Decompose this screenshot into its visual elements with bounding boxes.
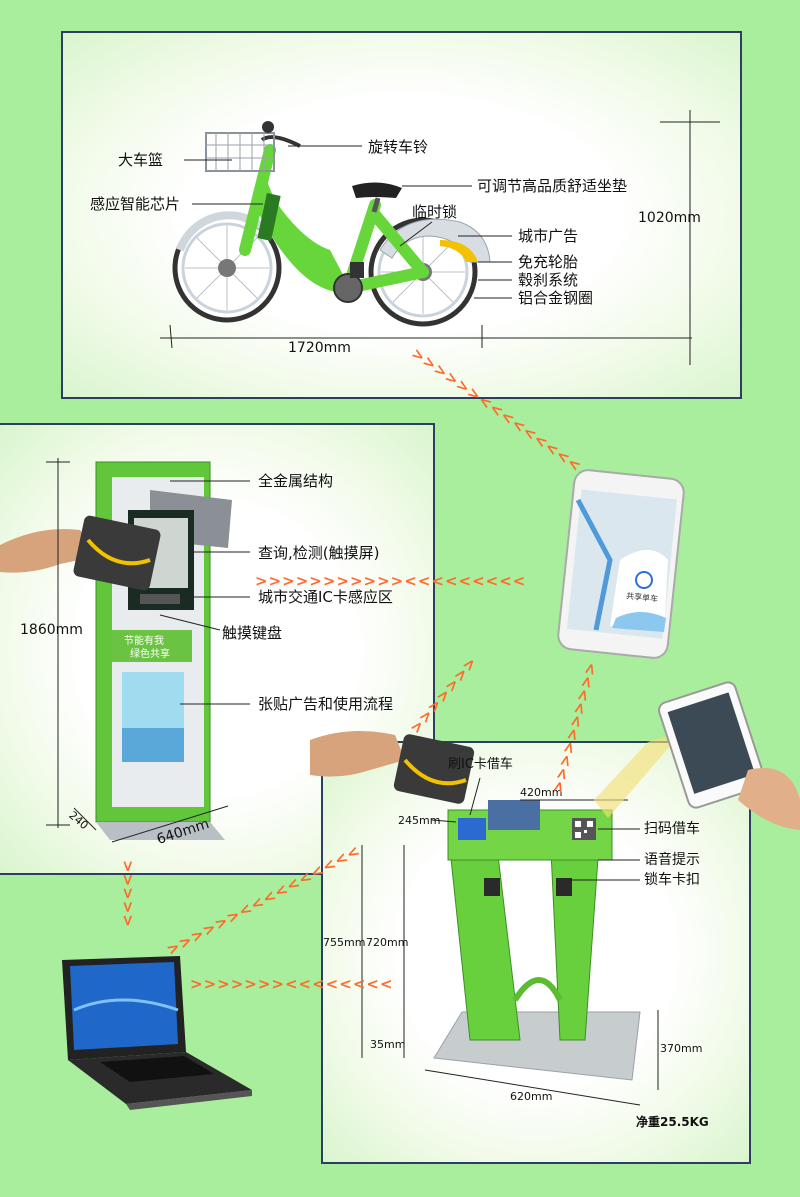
label-basket: 大车篮 bbox=[118, 151, 164, 169]
label-ad: 城市广告 bbox=[518, 227, 579, 245]
dock-weight: 净重25.5KG bbox=[636, 1115, 709, 1129]
scanning-phone bbox=[594, 681, 800, 830]
label-bell: 旋转车铃 bbox=[368, 138, 429, 156]
dock-height-755: 755mm bbox=[323, 936, 366, 949]
label-metal: 全金属结构 bbox=[258, 472, 334, 490]
arrows-kiosk-to-phone: >>>>>>>>>>><<<<<<<<< bbox=[255, 572, 527, 590]
label-rim: 铝合金钢圈 bbox=[518, 289, 594, 307]
dock-foot-height: 35mm bbox=[370, 1038, 406, 1051]
label-tire: 免充轮胎 bbox=[518, 253, 579, 271]
smartphone bbox=[557, 469, 685, 659]
label-voice: 语音提示 bbox=[644, 852, 700, 868]
dock-base-width: 620mm bbox=[510, 1090, 553, 1103]
kiosk-sign-line1: 节能有我 bbox=[124, 636, 164, 647]
dock-left-dimension: 245mm bbox=[398, 814, 441, 827]
kiosk-sign-line2: 绿色共享 bbox=[130, 649, 170, 660]
arrows-laptop-to-dock: >>>>>>><<<<<<<< bbox=[190, 975, 394, 993]
label-scan-borrow: 扫码借车 bbox=[644, 821, 700, 837]
bike-length-dimension: 1720mm bbox=[288, 340, 351, 356]
label-ic-borrow: 刷IC卡借车 bbox=[448, 757, 513, 772]
dock-height-720: 720mm bbox=[366, 936, 409, 949]
label-poster: 张贴广告和使用流程 bbox=[258, 695, 394, 713]
laptop bbox=[62, 956, 252, 1110]
label-keypad: 触摸键盘 bbox=[222, 624, 283, 642]
kiosk-height-dimension: 1860mm bbox=[20, 622, 83, 638]
dock-top-width: 420mm bbox=[520, 786, 563, 799]
label-lock: 临时锁 bbox=[412, 203, 458, 221]
arrows-kiosk-to-laptop: >>>>> bbox=[119, 860, 137, 928]
label-chip: 感应智能芯片 bbox=[90, 195, 181, 213]
dock-base-height: 370mm bbox=[660, 1042, 703, 1055]
label-seat: 可调节高品质舒适坐垫 bbox=[477, 177, 628, 195]
label-latch: 锁车卡扣 bbox=[644, 872, 700, 888]
bike-height-dimension: 1020mm bbox=[638, 210, 701, 226]
label-brake: 毂刹系统 bbox=[518, 271, 579, 289]
label-query: 查询,检测(触摸屏) bbox=[258, 544, 380, 562]
phone-caption: 共享单车 bbox=[625, 591, 659, 604]
label-ic-zone: 城市交通IC卡感应区 bbox=[258, 588, 393, 606]
